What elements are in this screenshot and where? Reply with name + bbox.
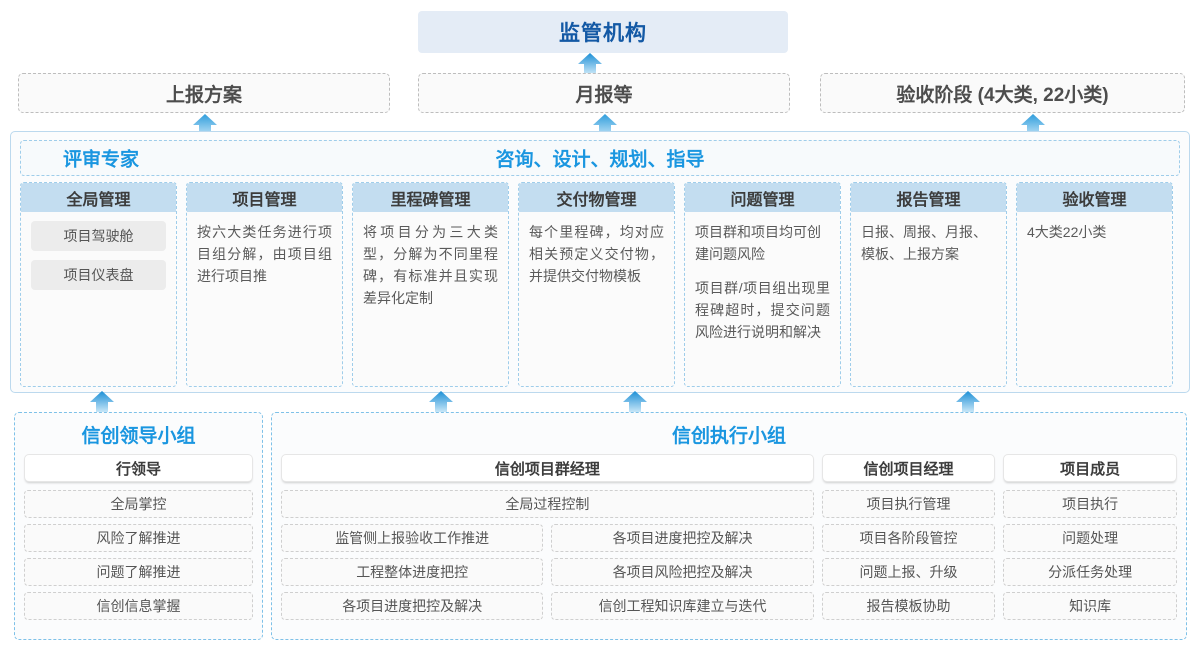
task-item[interactable]: 工程整体进度把控 [281, 558, 544, 586]
arrow-up-to-monthly-report [592, 113, 618, 137]
card-title: 报告管理 [851, 183, 1006, 212]
card-body: 按六大类任务进行项目组分解，由项目组进行项目推 [187, 212, 342, 386]
task-item[interactable]: 各项目进度把控及解决 [281, 592, 544, 620]
management-card-row: 全局管理 项目驾驶舱 项目仪表盘 项目管理 按六大类任务进行项目组分解，由项目组… [20, 182, 1182, 387]
card-body: 项目群和项目均可创建问题风险 项目群/项目组出现里程碑超时，提交问题风险进行说明… [685, 212, 840, 386]
task-item[interactable]: 信创信息掌握 [24, 592, 253, 620]
card-body: 4大类22小类 [1017, 212, 1172, 386]
task-item[interactable]: 各项目风险把控及解决 [551, 558, 814, 586]
arrow-up-to-regulator [577, 52, 603, 76]
task-item[interactable]: 问题处理 [1003, 524, 1177, 552]
card-report-management[interactable]: 报告管理 日报、周报、月报、模板、上报方案 [850, 182, 1007, 387]
document-box-monthly-report: 月报等 [418, 73, 790, 113]
execution-group-body: 信创项目群经理 全局过程控制 监管侧上报验收工作推进 工程整体进度把控 各项目进… [272, 454, 1186, 626]
document-box-label: 验收阶段 (4大类, 22小类) [896, 84, 1109, 106]
card-pill[interactable]: 项目仪表盘 [31, 260, 166, 290]
arrow-up-to-report-plan [192, 113, 218, 137]
consulting-scope-label: 咨询、设计、规划、指导 [495, 149, 705, 171]
card-body: 项目驾驶舱 项目仪表盘 [21, 212, 176, 386]
arrow-up-from-execution [622, 390, 648, 414]
document-box-label: 上报方案 [165, 84, 242, 106]
card-paragraph: 4大类22小类 [1027, 224, 1107, 240]
project-manager-block: 信创项目经理 项目执行管理 项目各阶段管控 问题上报、升级 报告模板协助 [821, 454, 996, 626]
program-manager-block: 信创项目群经理 全局过程控制 监管侧上报验收工作推进 工程整体进度把控 各项目进… [281, 454, 814, 626]
role-header-program-manager[interactable]: 信创项目群经理 [281, 454, 814, 482]
task-item[interactable]: 知识库 [1003, 592, 1177, 620]
arrow-up-from-leadership [89, 390, 115, 414]
task-item[interactable]: 分派任务处理 [1003, 558, 1177, 586]
task-item[interactable]: 全局掌控 [24, 490, 253, 518]
card-deliverable-management[interactable]: 交付物管理 每个里程碑，均对应相关预定义交付物，并提供交付物模板 [518, 182, 675, 387]
arrow-up-from-project-manager [955, 390, 981, 414]
arrow-up-from-program-manager [428, 390, 454, 414]
card-pill[interactable]: 项目驾驶舱 [31, 221, 166, 251]
role-header-project-manager[interactable]: 信创项目经理 [821, 454, 996, 482]
card-body: 每个里程碑，均对应相关预定义交付物，并提供交付物模板 [519, 212, 674, 386]
document-box-report-plan: 上报方案 [18, 73, 390, 113]
document-box-label: 月报等 [575, 84, 633, 106]
card-title: 里程碑管理 [353, 183, 508, 212]
task-item[interactable]: 各项目进度把控及解决 [551, 524, 814, 552]
consulting-panel: 评审专家 咨询、设计、规划、指导 全局管理 项目驾驶舱 项目仪表盘 项目管理 按… [10, 131, 1190, 393]
task-item[interactable]: 报告模板协助 [821, 592, 996, 620]
arrow-up-to-acceptance-stage [1020, 113, 1046, 137]
program-manager-subcolumns: 监管侧上报验收工作推进 工程整体进度把控 各项目进度把控及解决 各项目进度把控及… [281, 524, 814, 626]
consulting-header: 评审专家 咨询、设计、规划、指导 [20, 140, 1180, 176]
card-paragraph: 将项目分为三大类型，分解为不同里程碑，有标准并且实现差异化定制 [363, 224, 498, 306]
document-box-acceptance-stage: 验收阶段 (4大类, 22小类) [820, 73, 1185, 113]
leadership-group-panel: 信创领导小组 行领导 全局掌控 风险了解推进 问题了解推进 信创信息掌握 [14, 412, 263, 640]
card-global-management[interactable]: 全局管理 项目驾驶舱 项目仪表盘 [20, 182, 177, 387]
card-paragraph: 日报、周报、月报、模板、上报方案 [861, 224, 987, 262]
task-item[interactable]: 信创工程知识库建立与迭代 [551, 592, 814, 620]
review-expert-label: 评审专家 [63, 149, 140, 171]
card-title: 验收管理 [1017, 183, 1172, 212]
card-acceptance-management[interactable]: 验收管理 4大类22小类 [1016, 182, 1173, 387]
card-paragraph: 项目群和项目均可创建问题风险 [695, 224, 821, 262]
card-title: 项目管理 [187, 183, 342, 212]
program-manager-left-column: 监管侧上报验收工作推进 工程整体进度把控 各项目进度把控及解决 [281, 524, 544, 626]
card-milestone-management[interactable]: 里程碑管理 将项目分为三大类型，分解为不同里程碑，有标准并且实现差异化定制 [352, 182, 509, 387]
task-item-global-process-control[interactable]: 全局过程控制 [281, 490, 814, 518]
card-title: 交付物管理 [519, 183, 674, 212]
task-item[interactable]: 风险了解推进 [24, 524, 253, 552]
execution-group-panel: 信创执行小组 信创项目群经理 全局过程控制 监管侧上报验收工作推进 工程整体进度… [271, 412, 1187, 640]
task-item[interactable]: 监管侧上报验收工作推进 [281, 524, 544, 552]
leadership-group-title: 信创领导小组 [81, 426, 196, 447]
role-header-project-member[interactable]: 项目成员 [1003, 454, 1177, 482]
card-project-management[interactable]: 项目管理 按六大类任务进行项目组分解，由项目组进行项目推 [186, 182, 343, 387]
card-paragraph: 按六大类任务进行项目组分解，由项目组进行项目推 [197, 224, 332, 284]
task-item[interactable]: 项目执行管理 [821, 490, 996, 518]
card-title: 问题管理 [685, 183, 840, 212]
card-issue-management[interactable]: 问题管理 项目群和项目均可创建问题风险 项目群/项目组出现里程碑超时，提交问题风… [684, 182, 841, 387]
card-body: 日报、周报、月报、模板、上报方案 [851, 212, 1006, 386]
task-item[interactable]: 项目各阶段管控 [821, 524, 996, 552]
card-paragraph: 项目群/项目组出现里程碑超时，提交问题风险进行说明和解决 [695, 280, 830, 340]
card-title: 全局管理 [21, 183, 176, 212]
program-manager-right-column: 各项目进度把控及解决 各项目风险把控及解决 信创工程知识库建立与迭代 [551, 524, 814, 626]
regulator-label: 监管机构 [559, 22, 647, 45]
project-member-block: 项目成员 项目执行 问题处理 分派任务处理 知识库 [1003, 454, 1177, 626]
card-body: 将项目分为三大类型，分解为不同里程碑，有标准并且实现差异化定制 [353, 212, 508, 386]
card-paragraph: 每个里程碑，均对应相关预定义交付物，并提供交付物模板 [529, 224, 664, 284]
execution-group-title: 信创执行小组 [671, 426, 786, 447]
regulator-banner: 监管机构 [418, 11, 788, 53]
task-item[interactable]: 问题了解推进 [24, 558, 253, 586]
role-header-bank-leader[interactable]: 行领导 [24, 454, 253, 482]
task-item[interactable]: 问题上报、升级 [821, 558, 996, 586]
task-item[interactable]: 项目执行 [1003, 490, 1177, 518]
leadership-group-body: 行领导 全局掌控 风险了解推进 问题了解推进 信创信息掌握 [15, 454, 262, 620]
